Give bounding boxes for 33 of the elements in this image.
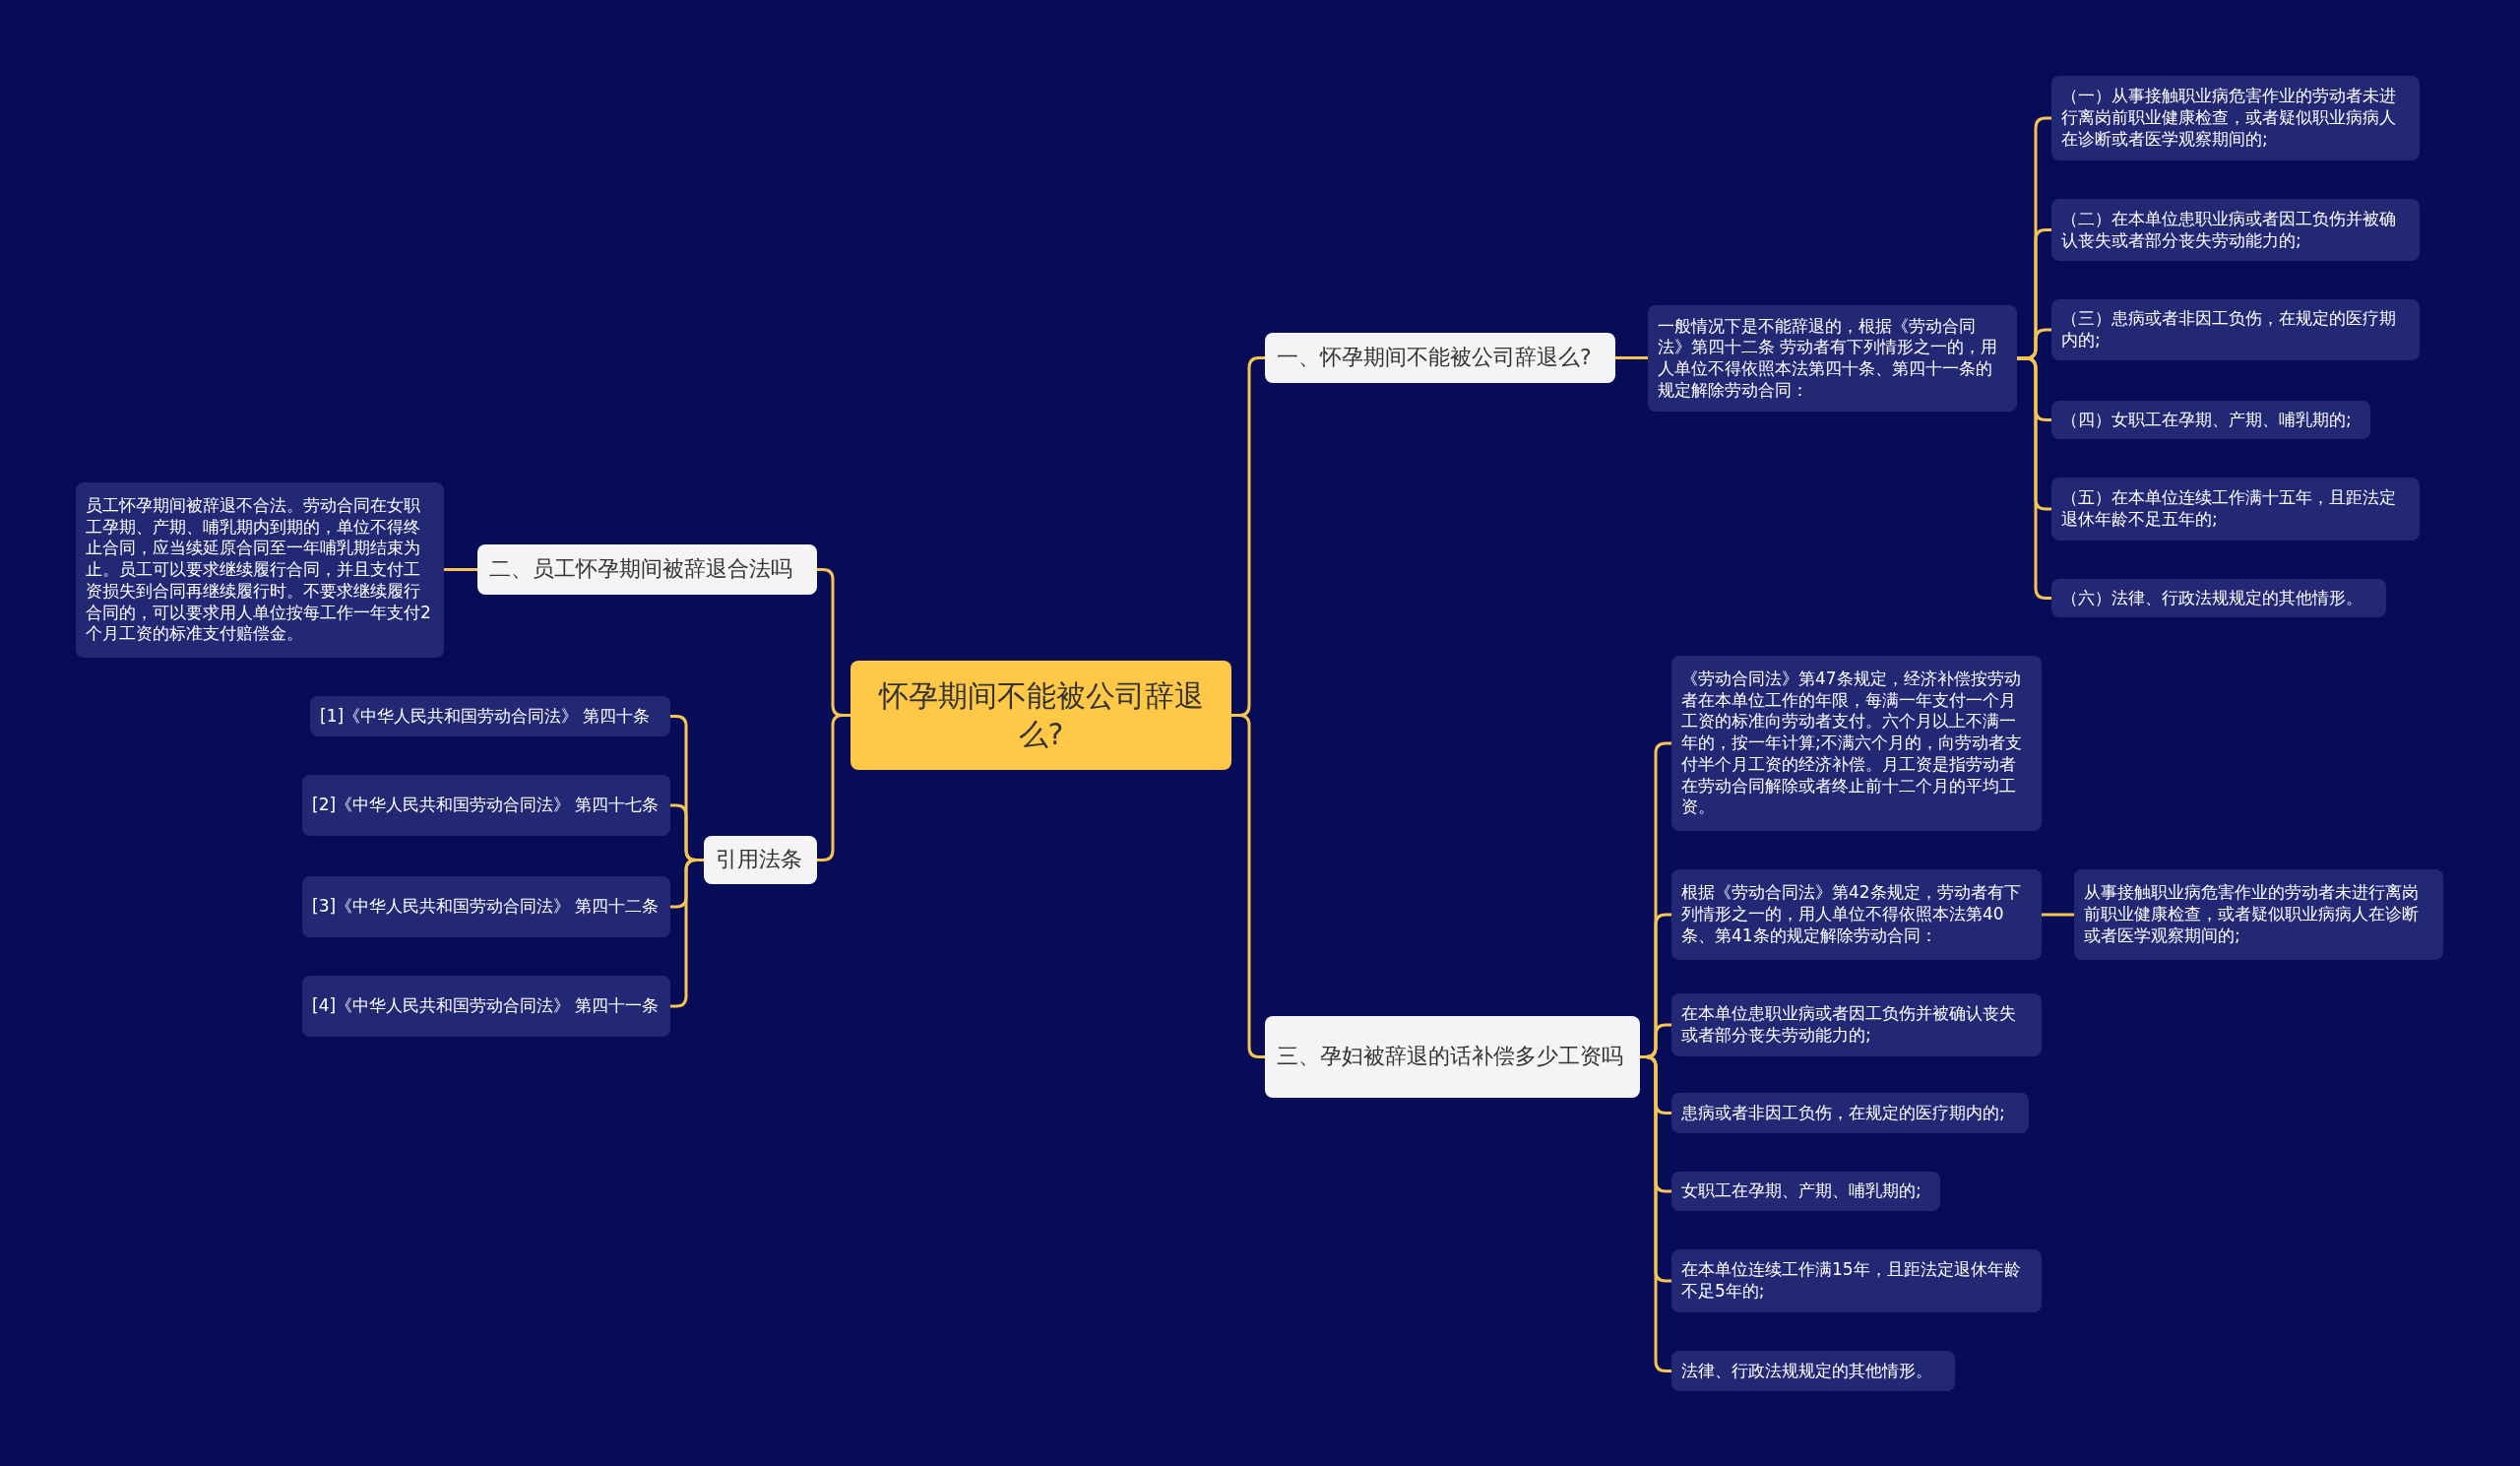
subtopic-box: [2]《中华人民共和国劳动合同法》 第四十七条 (302, 775, 670, 836)
subtopic-box: 法律、行政法规规定的其他情形。 (1671, 1351, 1955, 1391)
subtopic-box: 《劳动合同法》第47条规定，经济补偿按劳动者在本单位工作的年限，每满一年支付一个月工资的标准向劳动者支付。六个月以上不满一年的，按一年计算;不满六个月的，向劳动者支付半个月工资的经济补偿。月工资是指劳动者在劳动合同解除或者终止前十二个月的平均工资。 (1671, 656, 2042, 831)
connector-line (670, 859, 704, 1008)
central-topic-box: 怀孕期间不能被公司辞退么? (850, 661, 1231, 770)
subtopic-box: （一）从事接触职业病危害作业的劳动者未进行离岗前职业健康检查，或者疑似职业病病人在诊断或者医学观察期间的; (2051, 76, 2420, 160)
connector-line (2042, 913, 2074, 917)
subtopic-box: 在本单位连续工作满15年，且距法定退休年龄不足5年的; (1671, 1249, 2042, 1312)
subtopic-box: 女职工在孕期、产期、哺乳期的; (1671, 1172, 1940, 1211)
subtopic-box: （三）患病或者非因工负伤，在规定的医疗期内的; (2051, 299, 2420, 360)
subtopic-box: 从事接触职业病危害作业的劳动者未进行离岗前职业健康检查，或者疑似职业病病人在诊断或者医学观察期间的; (2074, 869, 2443, 960)
topic-box: 一、怀孕期间不能被公司辞退么? (1265, 333, 1615, 383)
subtopic-box: [4]《中华人民共和国劳动合同法》 第四十一条 (302, 976, 670, 1037)
subtopic-box: [3]《中华人民共和国劳动合同法》 第四十二条 (302, 876, 670, 937)
connector-line (817, 714, 850, 861)
subtopic-box: （六）法律、行政法规规定的其他情形。 (2051, 579, 2386, 617)
subtopic-box: 患病或者非因工负伤，在规定的医疗期内的; (1671, 1093, 2029, 1133)
subtopic-box: 一般情况下是不能辞退的，根据《劳动合同法》第四十二条 劳动者有下列情形之一的，用人单位不得依照本法第四十条、第四十一条的规定解除劳动合同： (1648, 305, 2017, 412)
subtopic-box: 员工怀孕期间被辞退不合法。劳动合同在女职工孕期、产期、哺乳期内到期的，单位不得终止合同，应当续延原合同至一年哺乳期结束为止。员工可以要求继续履行合同，并且支付工资损失到合同再继续履行时。不要求继续履行合同的，可以要求用人单位按每工作一年支付2个月工资的标准支付赔偿金。 (76, 482, 444, 658)
topic-box: 三、孕妇被辞退的话补偿多少工资吗 (1265, 1016, 1640, 1098)
subtopic-box: （五）在本单位连续工作满十五年，且距法定退休年龄不足五年的; (2051, 478, 2420, 541)
topic-box: 二、员工怀孕期间被辞退合法吗 (477, 544, 817, 595)
subtopic-box: 在本单位患职业病或者因工负伤并被确认丧失或者部分丧失劳动能力的; (1671, 993, 2042, 1056)
subtopic-box: （四）女职工在孕期、产期、哺乳期的; (2051, 401, 2370, 439)
subtopic-box: （二）在本单位患职业病或者因工负伤并被确认丧失或者部分丧失劳动能力的; (2051, 199, 2420, 261)
connector-line (444, 568, 477, 571)
topic-box: 引用法条 (704, 836, 817, 884)
connector-line (1231, 714, 1265, 1058)
subtopic-box: 根据《劳动合同法》第42条规定，劳动者有下列情形之一的，用人单位不得依照本法第40条、第41条的规定解除劳动合同： (1671, 869, 2042, 960)
connector-line (2017, 356, 2051, 600)
subtopic-box: [1]《中华人民共和国劳动合同法》 第四十条 (310, 696, 670, 736)
connector-line (1615, 356, 1648, 359)
connector-line (1640, 1055, 1671, 1372)
